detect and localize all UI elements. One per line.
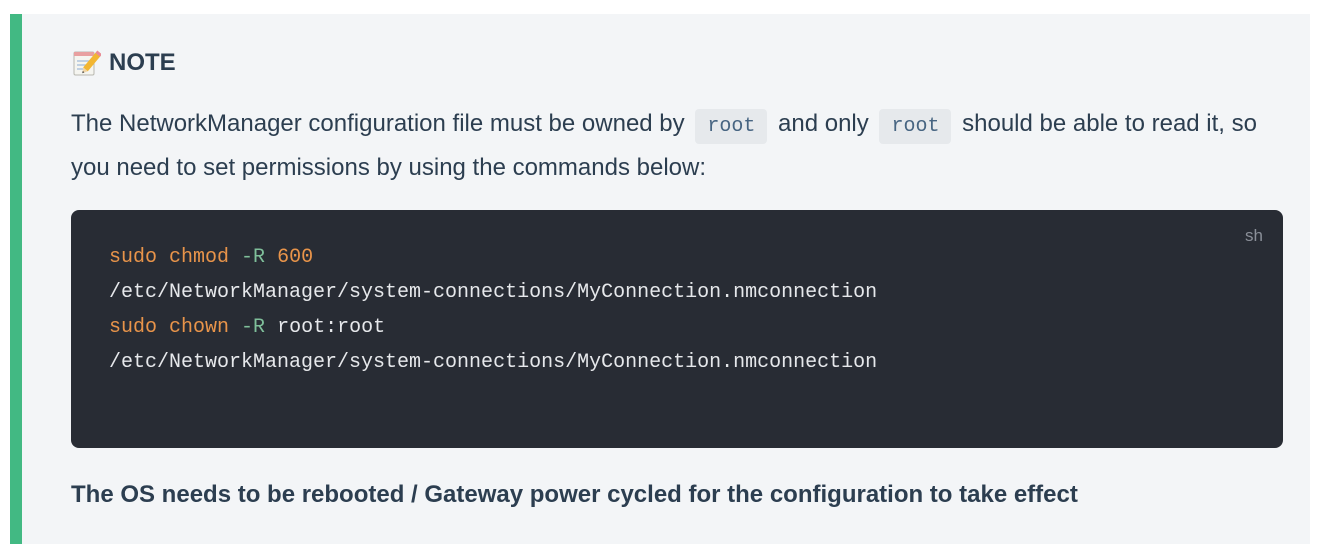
inline-code-root-1: root <box>695 109 768 144</box>
code-line: /etc/NetworkManager/system-connections/M… <box>109 275 877 310</box>
code-line: sudo chmod -R 600 <box>109 240 877 275</box>
code-block[interactable]: sh sudo chmod -R 600/etc/NetworkManager/… <box>71 210 1283 448</box>
note-footer: The OS needs to be rebooted / Gateway po… <box>71 481 1078 508</box>
memo-icon <box>73 50 101 76</box>
code-flag: -R <box>241 246 266 269</box>
code-line: /etc/NetworkManager/system-connections/M… <box>109 345 877 380</box>
note-heading: NOTE <box>71 47 176 79</box>
code-flag: -R <box>241 316 266 339</box>
code-command: sudo chmod <box>109 246 230 269</box>
code-path: /etc/NetworkManager/system-connections/M… <box>109 351 878 374</box>
paragraph-text-3: should be able to read it, so you need t… <box>71 110 1257 181</box>
code-argument: 600 <box>277 246 314 269</box>
inline-code-root-2: root <box>879 109 952 144</box>
code-path: /etc/NetworkManager/system-connections/M… <box>109 281 878 304</box>
note-title-label: NOTE <box>109 49 176 76</box>
code-argument: root:root <box>277 316 386 339</box>
code-line: sudo chown -R root:root <box>109 310 877 345</box>
paragraph-text-1: The NetworkManager configuration file mu… <box>71 110 685 137</box>
note-paragraph: The NetworkManager configuration file mu… <box>71 103 1281 188</box>
paragraph-text-2: and only <box>778 110 869 137</box>
code-command: sudo chown <box>109 316 230 339</box>
note-callout: NOTE The NetworkManager configuration fi… <box>10 14 1310 544</box>
code-language-label: sh <box>1245 226 1263 245</box>
code-content[interactable]: sudo chmod -R 600/etc/NetworkManager/sys… <box>109 240 877 380</box>
